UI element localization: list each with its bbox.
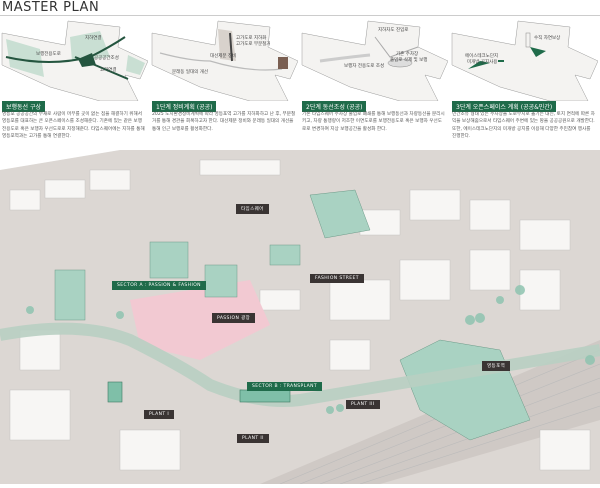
diagram-label: 고가연결 xyxy=(100,68,117,73)
diagram-phase-2 xyxy=(301,20,448,101)
diagram-phase-3 xyxy=(451,20,598,101)
diagram-label: 기존 주차장 xyxy=(396,52,419,57)
diagram-phase-1 xyxy=(151,20,298,101)
panel-pedestrian-concept: 지하연결 보행전용도로 공공공간조성 고가연결 보행동선 구상 영등포 공공공간… xyxy=(0,17,148,147)
passion-plaza-area xyxy=(130,280,270,360)
panel-description: 영등포 공공공간의 부재로 사람이 머무를 곳이 없는 점을 해결하기 위해서 … xyxy=(2,112,145,140)
page-title: MASTER PLAN xyxy=(2,0,100,15)
diagram-label: 지하차도 진입로 xyxy=(378,28,409,33)
diagram-label: 고가도로 지하화 xyxy=(236,36,267,41)
plant-1-structure xyxy=(107,381,123,403)
green-buildings xyxy=(54,189,531,441)
map-label-time-square: 타임스퀘어 xyxy=(236,204,269,214)
diagram-label: 대선제분 정비 xyxy=(210,54,237,59)
panel-heading: 1단계 정비계획 (공공) xyxy=(152,101,217,112)
map-label-plant-3: PLANT III xyxy=(346,400,380,409)
panel-phase-1: 고가도로 지하화 고가도로 부분철거 대선제분 정비 문래동 일대의 개선 1단… xyxy=(150,17,298,147)
panel-phase-3: 에이스테크노단지 미개방 공지사용 수직 자연보상 3단계 오픈스페이스 계획 … xyxy=(450,17,598,147)
diagram-label: 보행전용도로 xyxy=(36,52,61,57)
panel-heading: 3단계 오픈스페이스 계획 (공공&민간) xyxy=(452,101,557,112)
panel-heading: 보행동선 구상 xyxy=(2,101,46,112)
city-blocks xyxy=(9,159,591,471)
map-label-passion-plaza: PASSION 광장 xyxy=(212,313,256,323)
trees xyxy=(26,285,595,414)
diagram-label: 보행자 전용도로 조성 xyxy=(344,64,385,69)
diagram-label: 지하연결 xyxy=(85,36,102,41)
panel-description: 기존 타임스퀘어 주차장 출입로 폐쇄를 통해 보행동선과 차량동선을 분리시키… xyxy=(302,112,445,132)
diagram-label: 공공공간조성 xyxy=(94,56,119,61)
site-plan-drawing xyxy=(0,150,600,485)
diagram-label: 수직 자연보상 xyxy=(534,36,561,41)
diagram-label: 미개방 공지사용 xyxy=(467,60,498,65)
panel-heading: 2단계 동선조성 (공공) xyxy=(302,101,367,112)
map-label-sector-a: SECTOR A : PASSION & FASHION xyxy=(112,281,206,290)
diagram-pedestrian xyxy=(1,20,148,101)
map-label-plant-2: PLANT II xyxy=(237,434,269,443)
divider xyxy=(0,15,600,16)
diagram-label: 고가도로 부분철거 xyxy=(236,42,271,47)
panel-description: 2025 도시환경정비계획에 따라 영등포역 고가를 지하화하고 난 후, 부분… xyxy=(152,112,296,132)
map-label-station: 영등포역 xyxy=(482,361,511,371)
diagram-label: 에이스테크노단지 xyxy=(465,54,499,59)
master-plan-map: 타임스퀘어 SECTOR A : PASSION & FASHION FASHI… xyxy=(0,150,600,485)
map-label-fashion-street: FASHION STREET xyxy=(310,274,364,283)
panel-description: 민간소유 형태 있는 주차장을 도로부지로 옮기는 대신, 토지 면적에 따른 … xyxy=(452,112,595,140)
plant-2-structure xyxy=(239,389,291,403)
panel-phase-2: 지하차도 진입로 기존 주차장 출입로 삭제 및 보행 보행자 전용도로 조성 … xyxy=(300,17,448,147)
map-label-sector-b: SECTOR B : TRANSPLANT xyxy=(247,382,323,391)
map-label-plant-1: PLANT I xyxy=(144,410,175,419)
diagram-label: 문래동 일대의 개선 xyxy=(172,70,208,75)
diagram-label: 출입로 삭제 및 보행 xyxy=(390,58,428,63)
